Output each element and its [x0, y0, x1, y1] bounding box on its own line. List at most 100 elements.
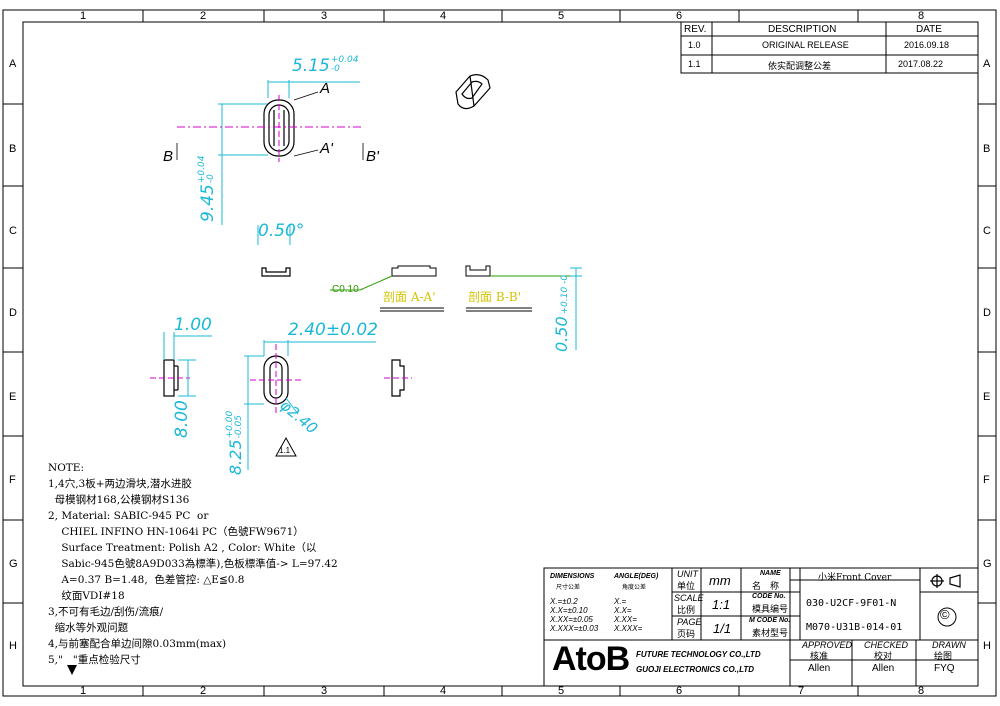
zone-row-E: E	[9, 391, 17, 403]
tb-angle-4: X.XXX=	[614, 624, 643, 633]
zone-col-3: 3	[321, 10, 328, 22]
note-line-9: 3,不可有毛边/刮伤/流痕/	[48, 606, 164, 618]
zone-row-B: B	[9, 143, 17, 155]
note-line-3: 2, Material: SABIC-945 PC or	[48, 510, 209, 522]
label-B-prime: B'	[366, 148, 379, 165]
dim-width-515: 5.15+0.04-0	[292, 55, 359, 77]
zone-row-H-r: H	[983, 640, 991, 652]
dim-height-945: 9.45+0.04-0	[197, 156, 218, 222]
tb-code-cn: 模具编号	[752, 605, 789, 615]
dim-800: 8.00	[172, 400, 192, 438]
note-line-8: 纹面VDI#18	[48, 590, 125, 602]
rev-header-date: DATE	[916, 24, 942, 35]
tb-angle-cn: 角度公差	[622, 584, 647, 591]
zone-row-C: C	[9, 225, 17, 237]
zone-row-F-r: F	[983, 474, 990, 486]
note-line-2: 母模钢材168,公模钢材S136	[48, 494, 190, 506]
rev-row-1-rev: 1.0	[688, 40, 701, 50]
zone-col-4-b: 4	[440, 685, 447, 697]
label-section-bb: 剖面 B-B'	[468, 290, 522, 304]
tb-mcode-en: M CODE No.	[749, 617, 791, 624]
tb-tol-3: X.XX=±0.05	[550, 615, 593, 624]
note-line-5: Surface Treatment: Polish A2 , Color: Wh…	[48, 542, 317, 554]
zone-col-8: 8	[918, 10, 925, 22]
rev-row-2-date: 2017.08.22	[898, 59, 944, 69]
tb-tol-1: X.=±0.2	[550, 597, 578, 606]
inner-frame	[22, 21, 979, 687]
zone-row-H: H	[9, 640, 17, 652]
tb-scale-val: 1:1	[712, 597, 731, 612]
zone-col-2-b: 2	[200, 685, 207, 697]
notes-title: NOTE:	[48, 462, 85, 474]
outer-frame	[2, 9, 997, 697]
rev-row-1-date: 2016.09.18	[904, 40, 950, 50]
zone-row-D: D	[9, 307, 17, 319]
rev-row-1-desc: ORIGINAL RELEASE	[762, 40, 849, 50]
company-logo: AtoB	[552, 640, 630, 678]
tb-drawn-en: DRAWN	[932, 640, 966, 650]
projection-symbol-icon	[930, 574, 961, 588]
zone-col-1: 1	[80, 10, 87, 22]
revision-flag-label: 1.1	[279, 446, 291, 455]
rev-header-description: DESCRIPTION	[768, 24, 837, 35]
zone-col-7-b: 7	[798, 685, 805, 697]
tb-approved-cn: 核准	[810, 652, 829, 662]
zone-row-A: A	[9, 58, 17, 70]
tb-page-val: 1/1	[713, 621, 732, 636]
note-line-6: Sabic-945色號8A9D033為標準),色板標準值-> L=97.42	[48, 558, 338, 570]
tb-tol-2: X.X=±0.10	[550, 606, 588, 615]
tb-dimensions-cn: 尺寸公差	[556, 584, 581, 591]
label-B: B	[163, 148, 174, 165]
tb-page-cn: 页码	[677, 630, 696, 640]
zone-col-3-b: 3	[321, 685, 328, 697]
company-name-2: GUOJI ELECTRONICS CO.,LTD	[636, 665, 755, 674]
tb-code-val: 030-U2CF-9F01-N	[806, 598, 897, 609]
zone-col-6-b: 6	[676, 685, 683, 697]
label-A: A	[320, 80, 331, 97]
zone-row-B-r: B	[983, 143, 991, 155]
tb-drawn-val: FYQ	[934, 663, 955, 674]
tb-unit-val: mm	[709, 573, 731, 588]
tb-drawn-cn: 绘图	[934, 652, 953, 662]
tb-angle-2: X.X=	[614, 606, 632, 615]
dim-height-945-tol-lower: -0	[206, 174, 216, 184]
zone-row-D-r: D	[983, 307, 991, 319]
dim-100: 1.00	[174, 315, 212, 335]
tb-angle-3: X.XX=	[614, 615, 637, 624]
dim-050-right: 0.50+0.10 -0	[552, 275, 571, 352]
inspection-mark-icon	[67, 665, 77, 675]
tb-angle-en: ANGLE(DEG)	[614, 573, 659, 580]
dim-width-515-tol-lower: -0	[330, 64, 340, 74]
iso-view	[455, 74, 491, 110]
zone-col-5-b: 5	[558, 685, 565, 697]
tb-page-en: PAGE	[677, 617, 702, 627]
tb-copyright: ©	[940, 607, 950, 622]
company-name-1: FUTURE TECHNOLOGY CO.,LTD	[636, 650, 761, 659]
note-line-1: 1,4穴,3板+两边滑块,潜水进胶	[48, 478, 192, 490]
dim-width-515-tol-upper: +0.04	[330, 55, 359, 65]
dim-050-right-tol: +0.10 -0	[560, 274, 570, 315]
zone-row-A-r: A	[983, 58, 991, 70]
dim-050-right-value: 0.50	[552, 316, 571, 352]
note-line-7: A=0.37 B=1.48, 色差管控: △E≦0.8	[48, 574, 245, 586]
label-section-aa: 剖面 A-A'	[383, 290, 436, 304]
zone-col-4: 4	[440, 10, 447, 22]
dim-240: 2.40±0.02	[288, 320, 378, 340]
zone-col-2: 2	[200, 10, 207, 22]
zone-row-F: F	[9, 474, 16, 486]
note-line-4: CHIEL INFINO HN-1064i PC（色號FW9671）	[48, 526, 304, 538]
tb-name-val: 小米Front Cover	[818, 573, 892, 583]
zone-row-C-r: C	[983, 225, 991, 237]
note-line-10: 缩水等外观问题	[48, 622, 129, 634]
tb-approved-en: APPROVED	[802, 640, 853, 650]
tb-mcode-cn: 素材型号	[752, 629, 789, 639]
zone-row-E-r: E	[983, 391, 991, 403]
rev-row-2-rev: 1.1	[688, 59, 701, 69]
dim-825-tol-lower: -0.05	[234, 415, 244, 439]
tb-name-cn: 名 称	[752, 582, 780, 592]
label-c010: C0.10	[332, 284, 359, 295]
dim-height-945-value: 9.45	[198, 184, 218, 222]
tb-unit-cn: 单位	[677, 582, 696, 592]
tb-scale-en: SCALE	[674, 593, 704, 603]
